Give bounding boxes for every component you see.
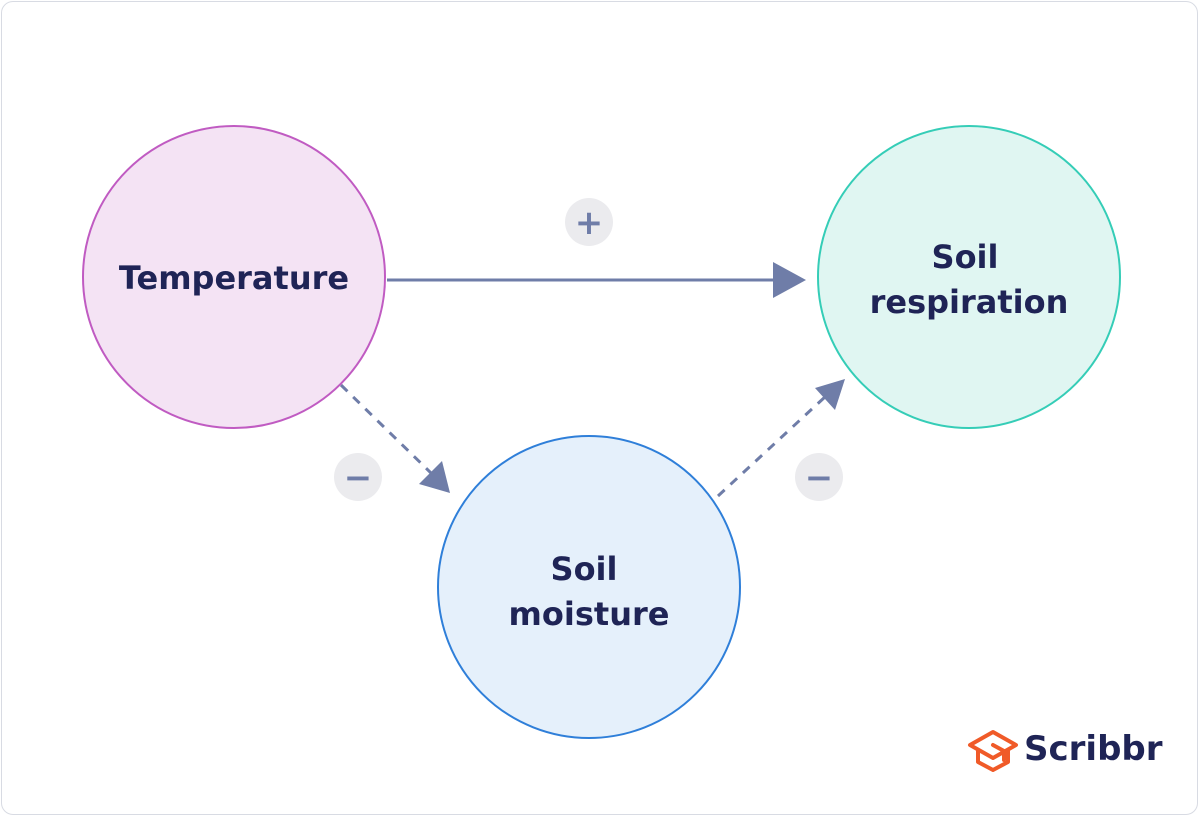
sign-badge-minus-left: − [334, 453, 382, 501]
dashed-arrow-line [339, 383, 434, 476]
brand-logo: Scribbr [968, 729, 1163, 772]
node-temperature: Temperature [82, 125, 386, 429]
sign-badge-plus: + [565, 198, 613, 246]
node-label-temperature: Temperature [119, 259, 349, 297]
node-circle [437, 435, 741, 739]
dashed-arrow-line [716, 394, 828, 498]
edge-soil-moisture-to-soil-respiration [716, 379, 845, 498]
node-label-soil-moisture-line1: Soil [551, 550, 618, 588]
arrowhead-icon [773, 262, 806, 298]
graduation-cap-icon [968, 730, 1018, 772]
plus-sign: + [575, 203, 604, 243]
minus-sign: − [805, 458, 834, 498]
node-label-soil-respiration-line1: Soil [932, 238, 999, 276]
node-circle [82, 125, 386, 429]
node-label-soil-respiration-line2: respiration [870, 283, 1069, 321]
edge-temperature-to-soil-respiration [387, 262, 806, 298]
arrowhead-icon [419, 461, 450, 493]
node-soil-respiration: Soil respiration [817, 125, 1121, 429]
brand-name: Scribbr [1024, 729, 1163, 769]
arrowhead-icon [815, 379, 845, 410]
node-circle [817, 125, 1121, 429]
minus-sign: − [344, 458, 373, 498]
sign-badge-minus-right: − [795, 453, 843, 501]
edge-temperature-to-soil-moisture [339, 383, 450, 493]
node-soil-moisture: Soil moisture [437, 435, 741, 739]
node-label-soil-moisture-line2: moisture [509, 595, 670, 633]
